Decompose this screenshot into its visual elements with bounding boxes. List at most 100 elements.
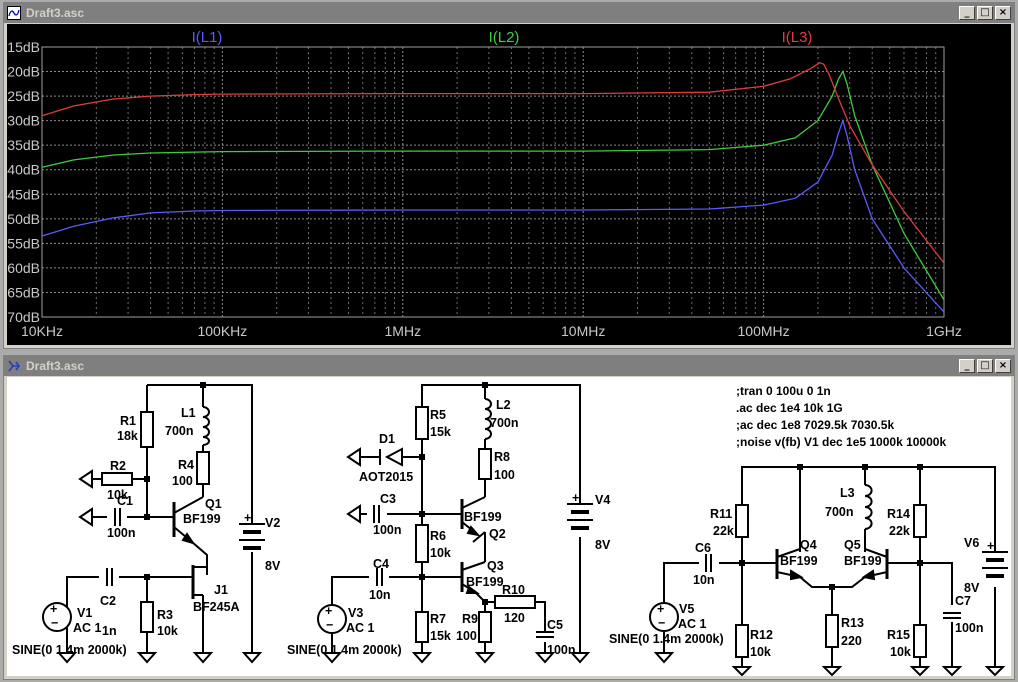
svg-text:−: − <box>658 616 665 630</box>
transistor-q1[interactable]: Q1 BF199 <box>172 496 222 545</box>
spice-directives[interactable]: ;tran 0 100u 0 1n .ac dec 1e4 10k 1G ;ac… <box>736 384 946 449</box>
resistor-r6[interactable]: R6 10k <box>415 524 451 563</box>
directive-noise[interactable]: ;noise v(fb) V1 dec 1e5 1000k 10000k <box>736 435 946 449</box>
resistor-r12[interactable]: R12 10k <box>735 624 773 659</box>
directive-ac-commented[interactable]: ;ac dec 1e8 7029.5k 7030.5k <box>736 418 894 432</box>
transistor-q4[interactable]: Q4 BF199 <box>775 538 818 581</box>
schematic-app-icon <box>8 360 20 372</box>
q2-value: BF199 <box>464 510 502 524</box>
inductor-l1[interactable]: L1 700n <box>165 406 210 446</box>
transistor-q5[interactable]: Q5 BF199 <box>844 538 889 581</box>
r12-value: 10k <box>750 645 771 659</box>
close-button[interactable]: × <box>995 6 1011 20</box>
r15-value: 10k <box>890 645 911 659</box>
inductor-l3[interactable]: L3 700n <box>825 484 873 530</box>
battery-v4[interactable]: + V4 8V <box>567 491 611 552</box>
battery-v2[interactable]: + V2 8V <box>239 511 281 573</box>
directive-tran[interactable]: ;tran 0 100u 0 1n <box>736 384 831 398</box>
resistor-r4[interactable]: R4 100 <box>172 451 210 488</box>
legend-entry: I(L2) <box>489 29 520 46</box>
v5-value: AC 1 <box>678 617 707 631</box>
diode-d1[interactable]: D1 AOT2015 <box>359 432 413 484</box>
y-tick-label: -20dB <box>7 64 40 80</box>
x-tick-label: 10MHz <box>561 323 605 339</box>
capacitor-c4[interactable]: C4 10n <box>369 557 391 602</box>
c3-name: C3 <box>380 492 396 506</box>
r1-name: R1 <box>120 414 136 428</box>
c4-value: 10n <box>369 588 391 602</box>
r8-name: R8 <box>494 450 510 464</box>
r1-value: 18k <box>117 429 138 443</box>
bode-plot-chart[interactable]: 10KHz100KHz1MHz10MHz100MHz1GHz-15dB-20dB… <box>3 24 1013 347</box>
transistor-q3[interactable]: Q3 BF199 <box>460 559 504 594</box>
x-tick-label: 100MHz <box>738 323 790 339</box>
schematic-canvas[interactable]: ;tran 0 100u 0 1n .ac dec 1e4 10k 1G ;ac… <box>7 377 1011 677</box>
minimize-button[interactable]: _ <box>959 359 975 373</box>
transistor-q2[interactable]: BF199 Q2 <box>460 496 506 541</box>
svg-text:−: − <box>326 618 333 632</box>
resistor-r5[interactable]: R5 15k <box>415 406 451 440</box>
voltage-source-v5[interactable]: + − V5 AC 1 SINE(0 1.4m 2000k) <box>609 602 724 646</box>
resistor-r11[interactable]: R11 22k <box>710 504 749 538</box>
directive-ac[interactable]: .ac dec 1e4 10k 1G <box>736 401 843 415</box>
capacitor-c3[interactable]: C3 100n <box>373 492 402 537</box>
resistor-r14[interactable]: R14 22k <box>887 504 927 538</box>
waveform-app-icon <box>7 6 21 20</box>
capacitor-c5[interactable]: C5 100n <box>536 618 576 657</box>
maximize-button[interactable]: □ <box>977 6 993 20</box>
jfet-j1[interactable]: J1 BF245A <box>187 565 240 614</box>
resistor-r13[interactable]: R13 220 <box>825 614 864 648</box>
capacitor-c2[interactable]: C2 1n <box>100 568 117 638</box>
voltage-source-v3[interactable]: + − V3 AC 1 SINE(0 1.4m 2000k) <box>287 604 402 657</box>
r15-name: R15 <box>887 628 910 642</box>
schematic-window[interactable]: Draft3.asc _ □ × ;tran 0 100u 0 1n .ac d… <box>3 355 1015 680</box>
battery-v6[interactable]: + V6 8V <box>964 536 1008 595</box>
j1-name: J1 <box>214 583 228 597</box>
capacitor-c1[interactable]: C1 100n <box>107 494 136 540</box>
r14-value: 22k <box>889 524 910 538</box>
c6-name: C6 <box>695 541 711 555</box>
q1-name: Q1 <box>205 497 222 511</box>
stage2-junctions <box>419 382 488 605</box>
v4-name: V4 <box>595 493 610 507</box>
v5-name: V5 <box>679 602 694 616</box>
maximize-button[interactable]: □ <box>977 359 993 373</box>
stage3-junctions <box>739 464 923 590</box>
resistor-r9[interactable]: R9 100 <box>456 611 492 643</box>
schematic-titlebar[interactable]: Draft3.asc _ □ × <box>4 356 1014 376</box>
svg-text:−: − <box>51 616 58 630</box>
waveform-plot-area[interactable]: 10KHz100KHz1MHz10MHz100MHz1GHz-15dB-20dB… <box>3 24 1013 347</box>
r5-name: R5 <box>430 408 446 422</box>
r13-value: 220 <box>841 634 862 648</box>
ground-icon <box>321 652 591 664</box>
resistor-r15[interactable]: R15 10k <box>887 624 927 659</box>
c5-value: 100n <box>547 643 576 657</box>
y-tick-label: -55dB <box>7 235 40 251</box>
y-tick-label: -35dB <box>7 137 40 153</box>
resistor-r3[interactable]: R3 10k <box>140 601 178 638</box>
r9-name: R9 <box>462 612 478 626</box>
r2-name: R2 <box>110 459 126 473</box>
resistor-r2[interactable]: R2 10k <box>101 459 133 502</box>
ground-icon <box>653 652 1006 677</box>
c6-value: 10n <box>693 573 715 587</box>
minimize-button[interactable]: _ <box>959 6 975 20</box>
voltage-source-v1[interactable]: + − V1 AC 1 SINE(0 1.4m 2000k) <box>12 602 127 657</box>
l1-name: L1 <box>181 406 196 420</box>
capacitor-c7[interactable]: C7 100n <box>943 594 984 635</box>
close-button[interactable]: × <box>995 359 1011 373</box>
c1-value: 100n <box>107 526 136 540</box>
resistor-r7[interactable]: R7 15k <box>415 611 451 643</box>
y-tick-label: -60dB <box>7 260 40 276</box>
capacitor-c6[interactable]: C6 10n <box>693 541 715 587</box>
v2-value: 8V <box>265 559 281 573</box>
waveform-titlebar[interactable]: Draft3.asc _ □ × <box>4 3 1014 23</box>
resistor-r10[interactable]: R10 120 <box>494 583 536 625</box>
resistor-r8[interactable]: R8 100 <box>478 448 515 482</box>
resistor-r1[interactable]: R1 18k <box>117 411 154 448</box>
r3-name: R3 <box>157 608 173 622</box>
schematic-drawing[interactable]: ;tran 0 100u 0 1n .ac dec 1e4 10k 1G ;ac… <box>7 377 1011 677</box>
svg-text:+: + <box>244 511 251 525</box>
inductor-l2[interactable]: L2 700n <box>484 398 519 440</box>
